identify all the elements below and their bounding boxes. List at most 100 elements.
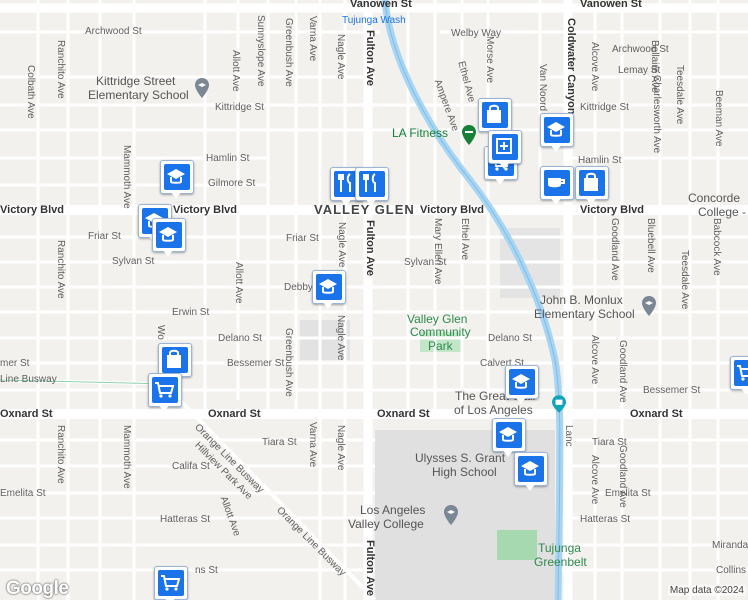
street-label-greenbush-north: Greenbush Ave	[283, 18, 294, 87]
street-label-archwood-east: Archwood St	[612, 44, 669, 55]
street-label-oxnard-mid: Oxnard St	[208, 408, 261, 420]
neighborhood-label-valley-glen: VALLEY GLEN	[314, 202, 415, 217]
place-label-concorde-line1[interactable]: Concorde	[688, 191, 741, 205]
street-label-alcove-south: Alcove Ave	[589, 335, 600, 385]
street-label-friar-central: Friar St	[286, 233, 319, 244]
place-label-lavc-line2[interactable]: Valley College	[348, 517, 424, 531]
street-label-lemay: Lemay St	[618, 65, 661, 76]
shopping-bag-icon	[167, 349, 181, 368]
street-label-allott-north: Allott Ave	[230, 50, 241, 92]
place-label-concorde-line2[interactable]: College -	[698, 205, 747, 219]
map-marker-school[interactable]	[312, 270, 346, 310]
shopping-cart-icon	[161, 575, 181, 591]
street-label-wo: Wo	[155, 325, 166, 340]
street-label-ranchito-south: Ranchito Ave	[55, 425, 66, 484]
street-label-archwood: Archwood St	[85, 26, 142, 37]
street-label-colbath: Colbath Ave	[25, 65, 36, 119]
school-pin-icon[interactable]	[444, 505, 458, 525]
street-label-morse: Morse Ave	[484, 36, 495, 84]
street-label-oxnard-central: Oxnard St	[377, 408, 430, 420]
copyright-text: Map data ©2024	[667, 585, 746, 596]
street-label-fulton-north: Fulton Ave	[364, 30, 376, 87]
cafe-icon	[548, 178, 565, 188]
school-pin-icon[interactable]	[642, 296, 656, 316]
street-label-varna-south: Varna Ave	[307, 422, 318, 468]
place-label-la-fitness[interactable]: LA Fitness	[392, 126, 449, 140]
street-label-bessemer: Bessemer St	[227, 358, 285, 369]
fitness-pin-icon[interactable]	[462, 125, 476, 145]
shopping-cart-icon	[155, 382, 175, 398]
school-icon	[521, 461, 539, 476]
restaurant-icon	[338, 173, 351, 192]
street-label-collins: Collins	[716, 565, 747, 576]
place-label-kittridge-school-line2[interactable]: Elementary School	[88, 88, 189, 102]
place-label-grant-line1[interactable]: Ulysses S. Grant	[415, 451, 506, 465]
street-label-delano-east: Delano St	[488, 333, 532, 344]
map-marker-shopping-cart[interactable]	[154, 566, 188, 600]
street-label-ethel-central: Ethel Ave	[459, 218, 470, 261]
place-label-park-line2[interactable]: Community	[410, 325, 471, 339]
street-label-line-busway: Line Busway	[0, 374, 57, 385]
map-marker-school[interactable]	[152, 218, 186, 258]
street-label-nagle-south: Nagle Ave	[335, 315, 346, 361]
camera-pin-icon[interactable]	[552, 394, 566, 414]
street-label-greenbush-south: Greenbush Ave	[283, 328, 294, 397]
school-icon	[159, 227, 177, 242]
street-label-alcove-north: Alcove Ave	[589, 42, 600, 92]
school-icon	[499, 427, 517, 442]
map-marker-shopping-cart[interactable]	[148, 373, 182, 413]
street-label-friar: Friar St	[88, 231, 121, 242]
street-label-hamlin-east: Hamlin St	[578, 155, 622, 166]
street-label-lanc: Lanc	[563, 425, 574, 447]
street-label-victory-west: Victory Blvd	[0, 204, 64, 216]
place-label-kittridge-school-line1[interactable]: Kittridge Street	[96, 74, 176, 88]
street-label-welby: Welby Way	[451, 28, 502, 39]
map-marker-restaurant[interactable]	[355, 167, 389, 207]
map-marker-shopping-cart[interactable]	[730, 356, 748, 396]
shopping-cart-icon	[737, 365, 748, 381]
school-pin-icon[interactable]	[195, 78, 209, 98]
map-marker-school[interactable]	[160, 160, 194, 200]
place-label-park-line3[interactable]: Park	[428, 339, 453, 353]
place-label-great-wall-line2[interactable]: of Los Angeles	[454, 403, 533, 417]
street-label-teesdale-central: Teesdale Ave	[679, 250, 690, 310]
street-label-fulton-south: Fulton Ave	[364, 540, 376, 597]
place-label-greenbelt-line2[interactable]: Greenbelt	[534, 555, 587, 569]
street-label-goodland-south: Goodland Ave	[617, 340, 628, 403]
map-marker-school[interactable]	[514, 452, 548, 492]
google-logo: Google	[6, 578, 69, 599]
school-icon	[512, 374, 530, 389]
street-label-emelita-east: Emelita St	[605, 488, 651, 499]
school-icon	[319, 279, 337, 294]
map-marker-school[interactable]	[492, 418, 526, 458]
street-label-alcove-far-south: Alcove Ave	[589, 455, 600, 505]
place-label-monlux-line2[interactable]: Elementary School	[534, 307, 635, 321]
street-label-victory-central: Victory Blvd	[420, 204, 484, 216]
street-label-kittridge-east: Kittridge St	[580, 102, 629, 113]
place-label-greenbelt-line1[interactable]: Tujunga	[538, 541, 581, 555]
street-label-mammoth-north: Mammoth Ave	[121, 145, 132, 209]
street-label-victory-east: Victory Blvd	[580, 204, 644, 216]
street-label-bessemer-edge: mer St	[0, 358, 30, 369]
street-label-kittridge: Kittridge St	[215, 102, 264, 113]
map-marker-shopping-bag[interactable]	[575, 166, 609, 206]
street-label-erwin: Erwin St	[172, 307, 210, 318]
place-label-park-line1[interactable]: Valley Glen	[407, 312, 468, 326]
street-label-calvert: Calvert St	[480, 358, 524, 369]
street-label-van-noord: Van Noord	[537, 64, 548, 112]
place-label-lavc-line1[interactable]: Los Angeles	[360, 503, 426, 517]
map-marker-school[interactable]	[540, 113, 574, 153]
place-label-monlux-line1[interactable]: John B. Monlux	[540, 293, 623, 307]
street-label-bluebell: Bluebell Ave	[645, 218, 656, 273]
greenbelt-area	[497, 530, 537, 560]
street-label-sunnyslope: Sunnyslope Ave	[255, 15, 266, 87]
map-marker-school[interactable]	[505, 365, 539, 405]
street-label-miranda: Miranda	[712, 540, 748, 551]
street-label-nagle-north: Nagle Ave	[335, 34, 346, 80]
map-marker-cafe[interactable]	[540, 166, 574, 206]
restaurant-icon	[363, 173, 376, 192]
place-label-grant-line2[interactable]: High School	[432, 465, 497, 479]
map-marker-pharmacy[interactable]	[488, 130, 522, 170]
street-label-debby: Debby	[284, 282, 313, 293]
